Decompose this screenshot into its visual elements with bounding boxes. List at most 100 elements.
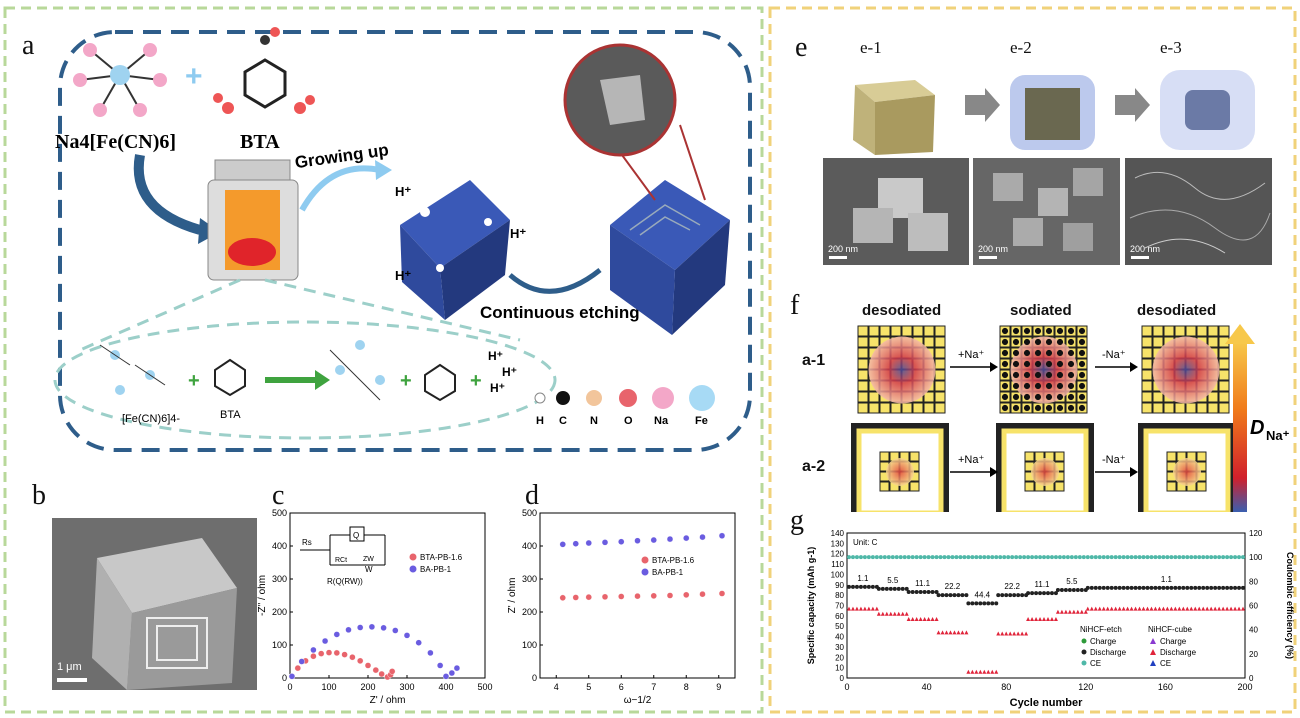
na-site	[1001, 338, 1009, 346]
discharge-point	[892, 611, 897, 616]
hollow-lattice	[1138, 423, 1236, 512]
arrow-icon	[965, 88, 1000, 122]
y2-tick-label: 20	[1249, 650, 1258, 659]
discharge-point	[966, 669, 971, 674]
ce-point	[898, 555, 903, 560]
circuit-formula: R(Q(RW))	[327, 577, 363, 586]
charge-point	[1185, 585, 1190, 590]
charge-point	[1008, 593, 1013, 598]
discharge-point	[874, 606, 879, 611]
unit-label: Unit: C	[853, 538, 878, 547]
y-tick-label: 500	[522, 508, 537, 518]
na-site	[1012, 382, 1020, 390]
charge-point	[936, 593, 941, 598]
charge-point	[1237, 585, 1242, 590]
ce-point	[962, 555, 967, 560]
ce-point	[1097, 555, 1102, 560]
ce-point	[874, 555, 879, 560]
ce-point	[1034, 555, 1039, 560]
y2-tick-label: 0	[1249, 674, 1254, 683]
na-site	[1056, 382, 1064, 390]
y-tick-label: 100	[831, 570, 845, 579]
discharge-point	[1173, 606, 1178, 611]
x-tick-label: 9	[716, 682, 721, 692]
discharge-point	[948, 630, 953, 635]
charge-point	[960, 593, 965, 598]
discharge-point	[1233, 606, 1238, 611]
data-point	[415, 639, 422, 646]
data-point	[650, 536, 657, 544]
na-site	[1045, 371, 1053, 379]
ce-point	[990, 555, 995, 560]
data-point	[718, 590, 726, 597]
ce-point	[1113, 555, 1118, 560]
discharge-point	[854, 606, 859, 611]
discharge-point	[1000, 631, 1005, 636]
y-tick-label: 140	[831, 529, 845, 538]
hollow-cube-icon	[610, 180, 730, 335]
ce-point	[978, 555, 983, 560]
charge-point	[1004, 593, 1009, 598]
discharge-point	[1049, 616, 1054, 621]
ce-point	[1085, 555, 1090, 560]
charge-point	[1105, 585, 1110, 590]
ce-point	[926, 555, 931, 560]
charge-point	[1121, 585, 1126, 590]
data-point	[298, 658, 305, 665]
charge-point	[1225, 585, 1230, 590]
ce-point	[1173, 555, 1178, 560]
charge-point	[1093, 585, 1098, 590]
discharge-point	[1004, 631, 1009, 636]
ce-point	[1177, 555, 1182, 560]
e1-title: e-1	[860, 38, 882, 57]
y2-tick-label: 80	[1249, 577, 1258, 586]
discharge-point	[1113, 606, 1118, 611]
discharge-point	[996, 631, 1001, 636]
ce-point	[1057, 555, 1062, 560]
svg-text:H⁺: H⁺	[502, 365, 517, 379]
discharge-point	[990, 669, 995, 674]
svg-text:+: +	[470, 370, 482, 392]
x-axis-label: Cycle number	[1010, 697, 1083, 709]
na-site	[1034, 360, 1042, 368]
y-tick-label: 300	[272, 574, 287, 584]
data-point	[372, 666, 380, 674]
discharge-point	[1083, 609, 1088, 614]
discharge-point	[1169, 606, 1174, 611]
charge-point	[1038, 591, 1043, 596]
discharge-point	[1153, 606, 1158, 611]
y-tick-label: 40	[835, 633, 844, 642]
na-site	[1012, 393, 1020, 401]
charge-point	[914, 590, 919, 595]
legend-label: CE	[1090, 659, 1101, 668]
charge-point	[930, 590, 935, 595]
ce-point	[1137, 555, 1142, 560]
charge-point	[934, 590, 939, 595]
data-point	[683, 591, 690, 599]
ce-point	[1125, 555, 1130, 560]
data-point	[380, 624, 387, 632]
na-site	[1078, 382, 1086, 390]
na-site	[1023, 382, 1031, 390]
discharge-point	[1055, 609, 1060, 614]
legend-label: BTA-PB-1.6	[420, 553, 463, 562]
ce-point	[1073, 555, 1078, 560]
state-1: desodiated	[862, 302, 942, 319]
discharge-point	[1181, 606, 1186, 611]
scale-e2: 200 nm	[978, 244, 1008, 254]
ce-point	[1077, 555, 1082, 560]
discharge-point	[1020, 631, 1025, 636]
data-point	[388, 668, 396, 675]
ce-point	[938, 555, 943, 560]
discharge-point	[936, 630, 941, 635]
x-tick-label: 6	[619, 682, 624, 692]
x-tick-label: 8	[684, 682, 689, 692]
charge-point	[1233, 585, 1238, 590]
y-tick-label: 60	[835, 612, 844, 621]
charge-point	[896, 586, 901, 591]
discharge-point	[918, 616, 923, 621]
na-site	[1078, 327, 1086, 335]
ce-point	[942, 555, 947, 560]
charge-point	[880, 586, 885, 591]
charge-point	[854, 584, 859, 589]
